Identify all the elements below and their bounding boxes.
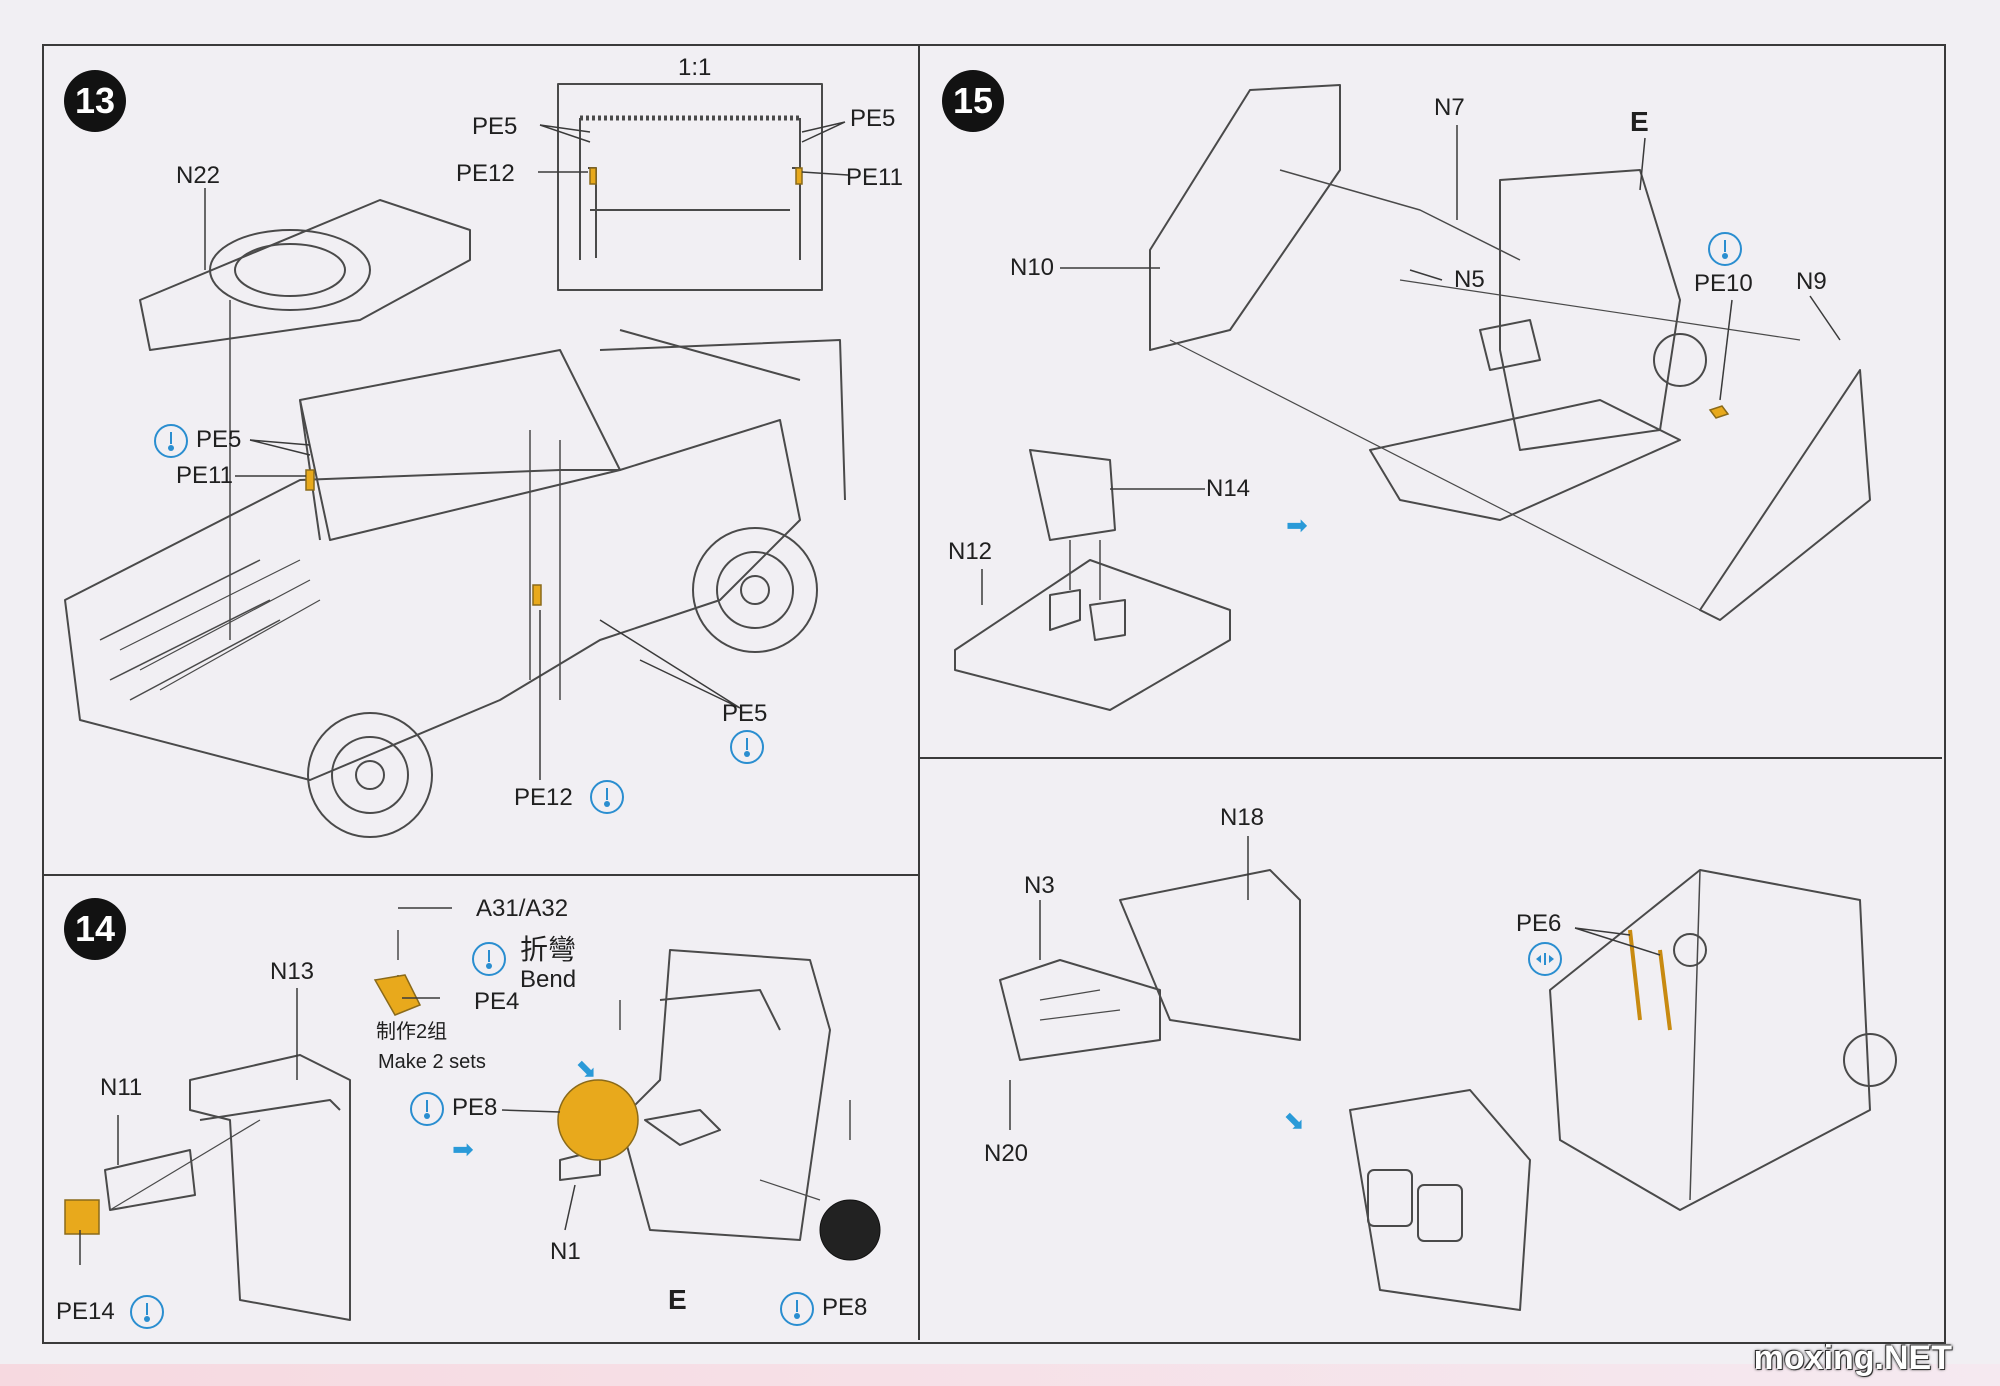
bend-icon	[130, 1295, 164, 1329]
fold-both-icon	[1528, 942, 1562, 976]
bend-icon	[472, 942, 506, 976]
label-bend-en: Bend	[520, 966, 577, 993]
label-n22: N22	[176, 162, 221, 189]
page-edge	[0, 1364, 2000, 1386]
step-14-badge: 14	[64, 898, 126, 960]
bend-icon	[1708, 232, 1742, 266]
label-pe5-lower: PE5	[722, 700, 768, 727]
step-15-badge: 15	[942, 70, 1004, 132]
label-pe5-inset-right: PE5	[850, 105, 896, 132]
label-pe11-main: PE11	[176, 462, 233, 489]
bend-icon	[730, 730, 764, 764]
label-n5: N5	[1454, 266, 1485, 293]
page-frame	[42, 44, 1946, 1344]
label-n18: N18	[1220, 804, 1265, 831]
label-n12: N12	[948, 538, 993, 565]
label-n1: N1	[550, 1238, 581, 1265]
label-a31-a32: A31/A32	[476, 895, 569, 922]
label-n13: N13	[270, 958, 315, 985]
bend-icon	[410, 1092, 444, 1126]
label-n3: N3	[1024, 872, 1055, 899]
scale-inset-frame	[557, 83, 823, 291]
label-pe4: PE4	[474, 988, 520, 1015]
label-make-sets-en: Make 2 sets	[378, 1051, 486, 1073]
bend-icon	[590, 780, 624, 814]
label-n11: N11	[100, 1074, 143, 1101]
label-n14: N14	[1206, 475, 1251, 502]
label-pe12-lower: PE12	[514, 784, 573, 811]
arrow-icon: ➡	[452, 1134, 474, 1164]
bend-icon	[154, 424, 188, 458]
scale-label: 1:1	[678, 54, 712, 81]
label-pe5-main: PE5	[196, 426, 242, 453]
label-pe5-inset-left: PE5	[472, 113, 518, 140]
divider-right-horizontal	[918, 757, 1942, 759]
label-n20: N20	[984, 1140, 1029, 1167]
divider-vertical	[918, 44, 920, 1340]
label-pe14: PE14	[56, 1298, 115, 1325]
label-make-sets-cn: 制作2组	[376, 1021, 448, 1043]
arrow-icon: ➡	[1286, 510, 1308, 540]
label-pe12-inset: PE12	[456, 160, 515, 187]
step-13-badge: 13	[64, 70, 126, 132]
label-e-step14: E	[668, 1284, 687, 1315]
divider-left-horizontal	[42, 874, 918, 876]
label-n7: N7	[1434, 94, 1465, 121]
label-pe8-top: PE8	[452, 1094, 498, 1121]
label-n9: N9	[1796, 268, 1827, 295]
watermark: moxing.NET	[1753, 1339, 1952, 1377]
label-e-step15: E	[1630, 106, 1649, 137]
label-pe6: PE6	[1516, 910, 1562, 937]
label-pe11-inset: PE11	[846, 164, 903, 191]
label-pe10: PE10	[1694, 270, 1753, 297]
label-pe8-bottom: PE8	[822, 1294, 868, 1321]
label-bend-cn: 折彎	[520, 934, 577, 965]
bend-icon	[780, 1292, 814, 1326]
label-n10: N10	[1010, 254, 1055, 281]
